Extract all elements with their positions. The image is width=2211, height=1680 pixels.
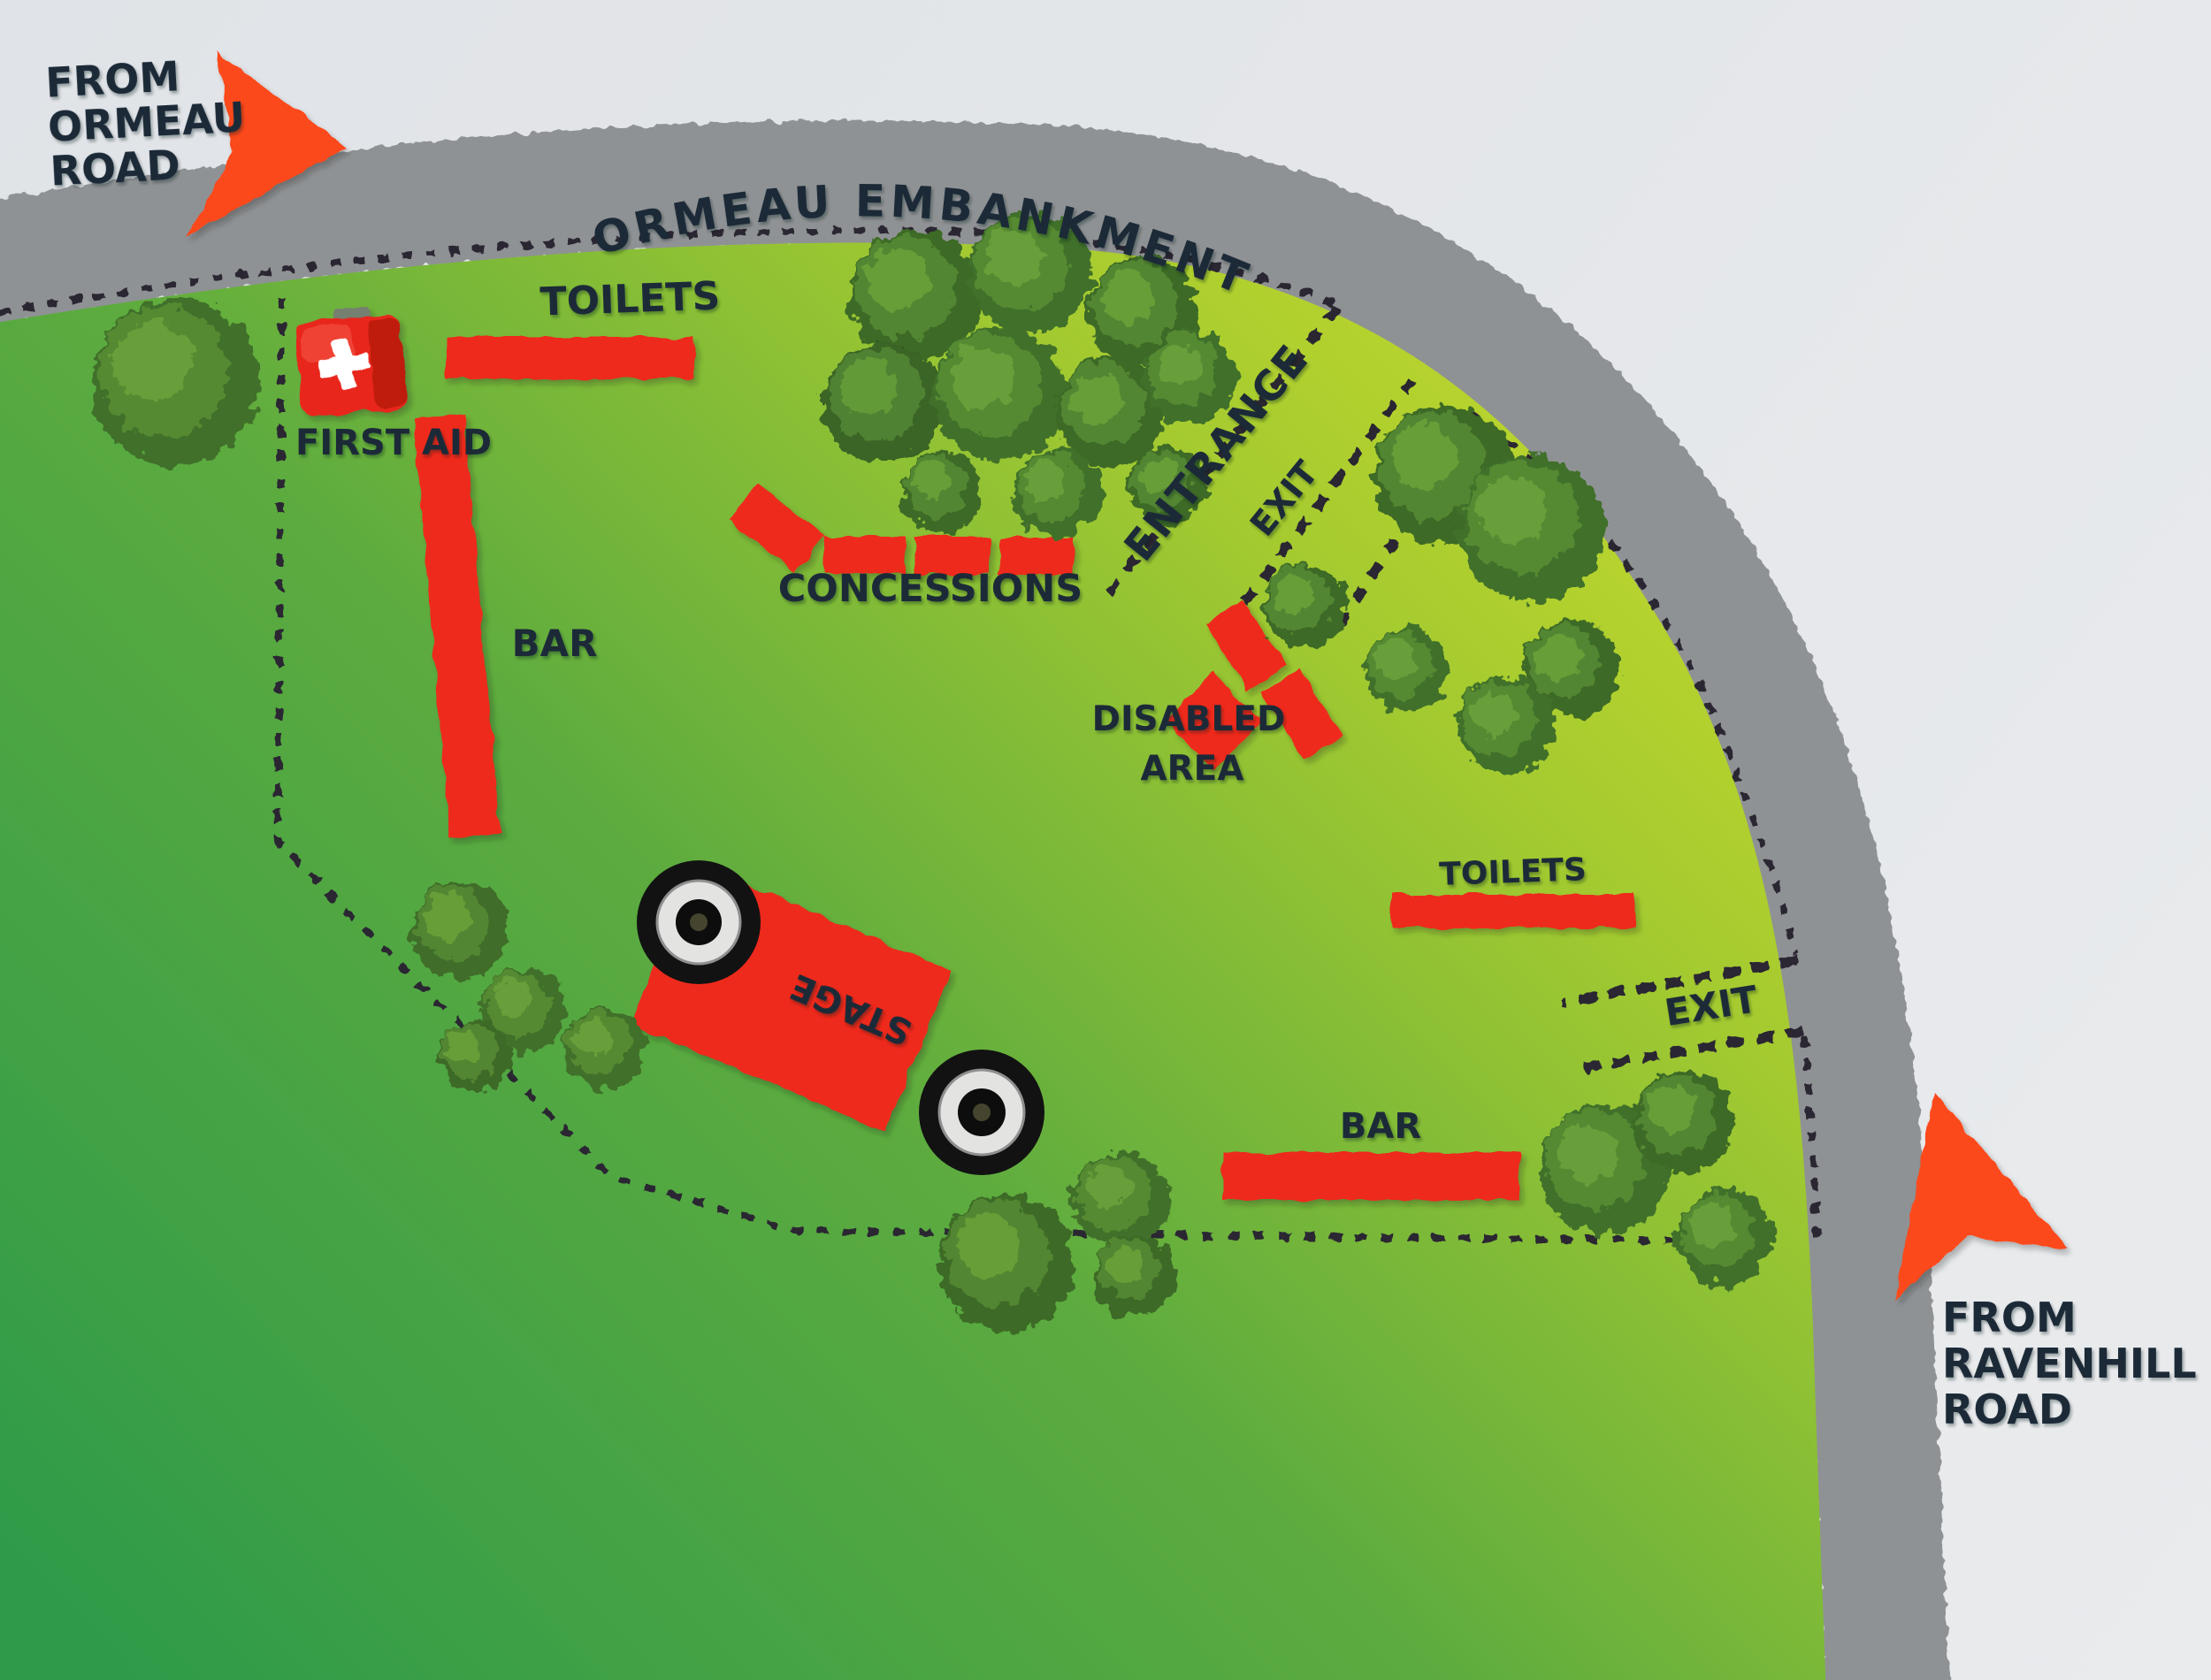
bar-left-zone [413, 414, 501, 838]
toilets-right-zone [1391, 894, 1634, 928]
tree [938, 1195, 1075, 1331]
bar-bottom-label: BAR [1340, 1106, 1421, 1147]
tree [1144, 331, 1236, 423]
from-ravenhill-arrow-icon [1894, 1092, 2069, 1299]
tree [1633, 1070, 1735, 1172]
tree [564, 1008, 646, 1089]
tree [1093, 1234, 1174, 1316]
entrance-lane-line-left [1105, 304, 1342, 596]
first-aid-icon [295, 306, 407, 416]
tree [933, 328, 1066, 461]
bar-left-label: BAR [512, 622, 598, 665]
tree [1458, 455, 1605, 602]
concessions-label: CONCESSIONS [778, 567, 1083, 611]
tree [823, 342, 945, 464]
trees [91, 211, 1772, 1331]
white-cross-icon [317, 338, 371, 391]
tree [91, 298, 259, 466]
from-ormeau-road-label: FROM ORMEAU ROAD [44, 49, 263, 195]
toilets-top-label: TOILETS [539, 273, 721, 325]
disabled-area-label-line1: DISABLED [1092, 699, 1286, 739]
exit-lane-line-upper [1561, 955, 1798, 1008]
disabled-zone-dash-2 [1260, 668, 1343, 760]
disabled-area-label-line2: AREA [1140, 749, 1243, 789]
tree [411, 882, 509, 979]
road-edge-dashes-top [0, 226, 1337, 317]
tree [1073, 1150, 1170, 1248]
tree [850, 231, 981, 362]
tree [439, 1020, 509, 1091]
road-edge-dashes-lower [1801, 1035, 1820, 1241]
concessions-stall-tilted [728, 483, 825, 573]
tree [1128, 446, 1206, 523]
stage-speaker-right [919, 1050, 1044, 1175]
tree [1677, 1190, 1772, 1286]
concessions-stall-2 [914, 537, 990, 574]
facility-zones [413, 337, 1634, 1200]
tree [1457, 677, 1555, 775]
exit-lane-line-lower [1579, 1026, 1803, 1073]
tree [482, 968, 565, 1051]
concessions-stall-3 [999, 538, 1074, 575]
tree [1263, 564, 1346, 647]
toilets-right-label: TOILETS [1439, 851, 1587, 893]
tree [1014, 448, 1102, 537]
embankment-road [0, 120, 1949, 1680]
disabled-zone-dash-1 [1204, 599, 1287, 691]
bar-bottom-zone [1223, 1152, 1519, 1200]
first-aid-case-side [368, 317, 407, 408]
disabled-zone-diamond [1164, 672, 1263, 771]
tree [1056, 357, 1166, 467]
toilets-top-zone [447, 337, 694, 378]
stage-speaker-left [637, 860, 761, 984]
first-aid-label: FIRST AID [295, 423, 492, 463]
event-area-boundary [273, 296, 1754, 1245]
concessions-stall-1 [824, 536, 906, 574]
tree [1522, 620, 1619, 717]
from-ormeau-arrow-icon [187, 51, 347, 235]
tree [969, 211, 1091, 333]
from-ravenhill-road-label: FROM RAVENHILL ROAD [1942, 1294, 2211, 1433]
entrance-lane-line-middle [1239, 377, 1417, 608]
tree [1365, 629, 1448, 712]
tree [901, 451, 983, 532]
